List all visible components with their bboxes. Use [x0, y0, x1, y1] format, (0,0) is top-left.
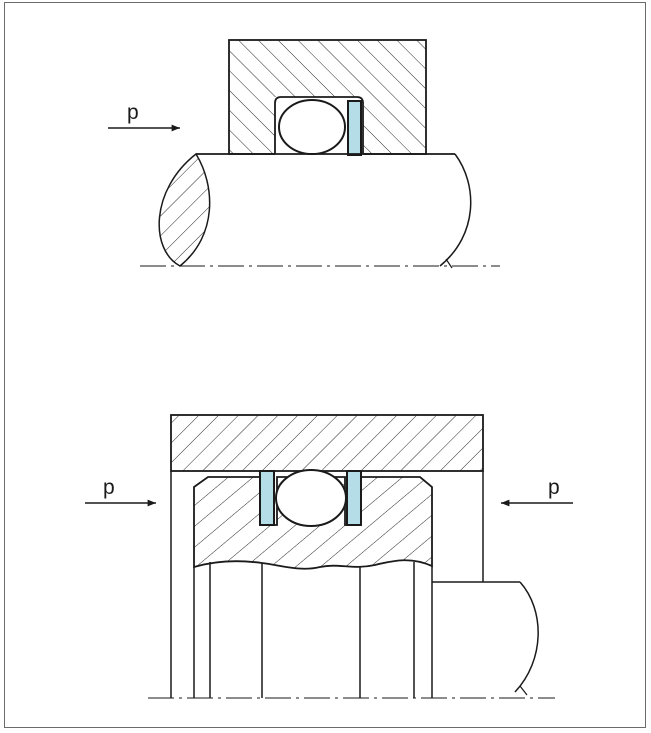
bottom-right-force-label: p: [548, 476, 560, 499]
bottom-ball: [275, 469, 347, 527]
top-assembly: p: [108, 39, 500, 269]
bottom-spacer-left: [259, 470, 275, 526]
bottom-left-force-label: p: [103, 476, 115, 499]
top-shaft: [158, 152, 472, 269]
bottom-shaft: [432, 581, 539, 696]
top-force-label: p: [127, 101, 139, 124]
top-ball: [278, 99, 346, 155]
bottom-spacer-right: [346, 470, 362, 526]
bottom-assembly: p p: [85, 414, 573, 699]
top-spacer: [347, 100, 362, 156]
bottom-sleeve-lines: [193, 562, 433, 698]
bottom-housing: [170, 414, 484, 472]
